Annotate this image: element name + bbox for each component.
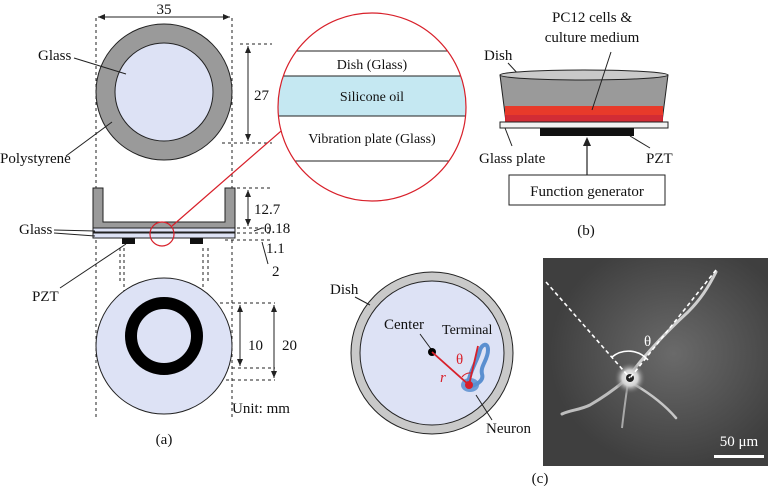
label-polystyrene: Polystyrene [0, 151, 71, 167]
angle-arc [461, 372, 473, 378]
medium-layer [505, 115, 663, 122]
arrow-head [237, 305, 243, 312]
inset-plate-label: Vibration plate (Glass) [308, 132, 436, 147]
photo-theta-label: θ [644, 334, 651, 350]
dish-label-c: Dish [330, 282, 359, 298]
dim-10-label: 10 [248, 338, 263, 354]
caption-c: (c) [532, 471, 549, 487]
unit-label: Unit: mm [232, 401, 290, 417]
radius-line [431, 351, 470, 386]
leader-line [53, 229, 96, 232]
pzt-element [540, 128, 634, 136]
arrow-head [245, 134, 251, 141]
scale-label: 50 μm [720, 434, 759, 450]
leader-line [475, 394, 493, 421]
dim-35-label: 35 [157, 2, 172, 18]
inset-oil-label: Silicone oil [340, 90, 404, 105]
center-label: Center [384, 317, 424, 333]
pzt-label-b: PZT [646, 151, 673, 167]
label-glass-side: Glass [19, 222, 52, 238]
dim-2-label: 2 [272, 264, 280, 280]
scale-bar [714, 455, 764, 458]
pzt-ring [125, 297, 203, 375]
dim-1-1-label: 1.1 [266, 241, 285, 257]
panel-b: PC12 cells & culture medium Dish Glass p… [479, 10, 673, 239]
label-glass-top: Glass [38, 48, 71, 64]
zoom-inset-border [277, 12, 467, 202]
leader-line [504, 127, 513, 147]
neuron-neurite [466, 342, 491, 388]
leader-line [253, 227, 263, 232]
arrow-head [245, 46, 251, 53]
cell-layer [505, 106, 663, 115]
zoom-connector [171, 124, 289, 227]
arrow-head [245, 190, 251, 197]
leader-line [591, 51, 612, 111]
cells-label-line1: PC12 cells & [552, 10, 632, 26]
bottom-view-plate [95, 277, 233, 415]
r-label: r [440, 370, 446, 386]
cells-label-line2: culture medium [545, 30, 640, 46]
neuron-point [465, 381, 473, 389]
label-pzt: PZT [32, 289, 59, 305]
arrow-head [271, 305, 277, 312]
glass-plate-label: Glass plate [479, 151, 546, 167]
leader-line [629, 135, 651, 149]
arrow-head [583, 137, 591, 146]
panel-a: 35 27 Glass Polystyrene Glass PZT [0, 2, 467, 448]
cross-section [92, 187, 236, 244]
arrow-head [98, 14, 105, 20]
neuron-label: Neuron [486, 421, 531, 437]
terminal-label: Terminal [442, 323, 492, 338]
dim-0-18-label: 0.18 [264, 221, 290, 237]
caption-a: (a) [156, 432, 173, 448]
dim-12-7-label: 12.7 [254, 202, 281, 218]
zoom-inset [278, 13, 466, 201]
micrograph: θ 50 μm [543, 258, 768, 466]
arrow-head [223, 14, 230, 20]
inset-dish-label: Dish (Glass) [337, 58, 408, 73]
caption-b: (b) [577, 223, 595, 239]
leader-line [53, 232, 96, 237]
leader-line [73, 57, 127, 75]
leader-line [354, 296, 371, 306]
function-generator-box [508, 174, 666, 206]
arrow-head [245, 219, 251, 226]
zoom-circle [149, 221, 175, 247]
arrow-head [237, 359, 243, 366]
dish-rim [499, 69, 669, 81]
dim-20-label: 20 [282, 338, 297, 354]
direction-line [468, 345, 479, 386]
leader-line [65, 121, 113, 157]
glass-plate [499, 121, 669, 129]
dish-label-b: Dish [484, 48, 513, 64]
leader-line [419, 333, 432, 350]
leader-line [261, 241, 269, 265]
spacer [236, 176, 312, 188]
theta-label: θ [456, 352, 463, 368]
leader-line [59, 243, 127, 289]
arrow-head [271, 371, 277, 378]
panel-c: Dish Center Terminal θ r Neuron [330, 258, 768, 487]
glass-bottom-top-view [114, 42, 214, 142]
function-generator-label: Function generator [530, 184, 644, 200]
dim-27-label: 27 [254, 88, 270, 104]
